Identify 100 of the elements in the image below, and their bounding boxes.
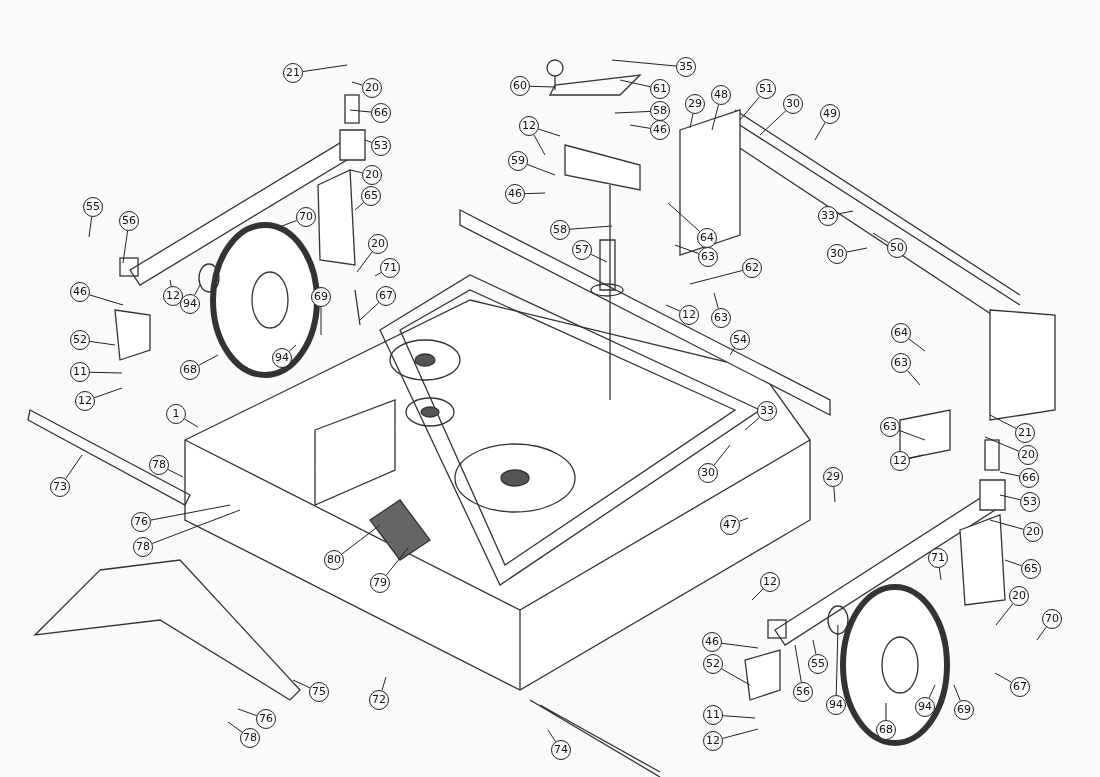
callout-number: 59 [508,151,528,171]
callout-number: 20 [1018,445,1038,465]
callout-number: 66 [1019,468,1039,488]
callout-number: 70 [296,207,316,227]
callout-number: 11 [70,362,90,382]
callout-number: 63 [698,247,718,267]
callout-number: 46 [650,120,670,140]
leader-line [999,494,1021,501]
callout-number: 20 [362,165,382,185]
callout-number: 65 [361,186,381,206]
leader-line [721,642,759,649]
leader-line [526,164,556,176]
leader-line [302,64,348,73]
leader-line [739,96,761,121]
leader-line [614,110,651,114]
callout-number: 12 [760,572,780,592]
leader-line [994,672,1012,683]
leader-line [722,728,759,739]
callout-number: 46 [702,632,722,652]
leader-line [354,202,364,211]
leader-line [995,603,1014,626]
leader-line [722,715,756,719]
leader-line [744,417,760,431]
callout-number: 46 [505,184,525,204]
leader-line [237,708,258,717]
leader-line [538,128,561,137]
callout-number: 63 [891,353,911,373]
callout-number: 67 [376,286,396,306]
callout-number: 29 [823,467,843,487]
callout-number: 30 [827,244,847,264]
leader-line [65,454,83,480]
leader-line [89,340,116,346]
leader-line [292,679,311,689]
leader-line [689,113,694,129]
leader-line [689,270,743,285]
leader-line [907,370,921,386]
leader-line [674,244,700,255]
callout-number: 66 [371,103,391,123]
leader-line [751,588,764,601]
leader-line [812,639,817,655]
leader-line [374,272,382,277]
callout-number: 76 [131,512,151,532]
leader-line [909,454,924,459]
callout-number: 49 [820,104,840,124]
callout-number: 78 [240,728,260,748]
leader-line [547,729,557,743]
callout-number: 63 [880,417,900,437]
leader-line [151,509,241,544]
callout-number: 55 [83,197,103,217]
leader-line [320,306,322,336]
callout-number: 67 [1010,677,1030,697]
leader-line [984,436,1020,452]
leader-line [665,304,681,312]
callout-number: 70 [1042,609,1062,629]
callout-number: 21 [283,63,303,83]
leader-line [356,251,373,273]
callout-number: 53 [1020,492,1040,512]
leader-line [349,109,372,113]
callout-number: 51 [756,79,776,99]
leader-line [341,524,381,555]
callout-number: 35 [676,57,696,77]
callout-number: 58 [550,220,570,240]
leader-line [529,85,556,88]
callout-number: 30 [783,94,803,114]
leader-line [721,668,751,686]
callout-number: 76 [256,709,276,729]
leader-line [713,444,731,466]
leader-line [351,81,363,86]
leader-line [359,302,380,321]
leader-line [908,338,926,352]
leader-line [93,387,123,399]
callout-number: 50 [887,238,907,258]
leader-line [194,284,201,296]
callout-number: 68 [180,360,200,380]
callout-number: 94 [180,294,200,314]
leader-line [281,220,298,227]
leader-line [938,567,942,581]
leader-line [184,418,199,428]
callout-number: 53 [371,136,391,156]
callout-number: 52 [703,654,723,674]
callout-number: 52 [70,330,90,350]
callout-number: 29 [685,94,705,114]
leader-line [729,347,735,356]
callout-number: 69 [311,287,331,307]
leader-line [1036,626,1047,641]
leader-line [611,59,677,67]
leader-line [524,192,546,195]
leader-line [989,519,1024,530]
leader-line [349,169,363,174]
callout-number: 58 [650,101,670,121]
callout-number: 69 [954,700,974,720]
leader-line [794,644,802,683]
callout-number: 71 [380,258,400,278]
callout-number: 57 [572,240,592,260]
callout-number: 20 [362,78,382,98]
callout-number: 94 [826,695,846,715]
leader-line [381,676,387,691]
leader-line [953,684,961,702]
callout-number: 20 [368,234,388,254]
callout-number: 12 [679,305,699,325]
